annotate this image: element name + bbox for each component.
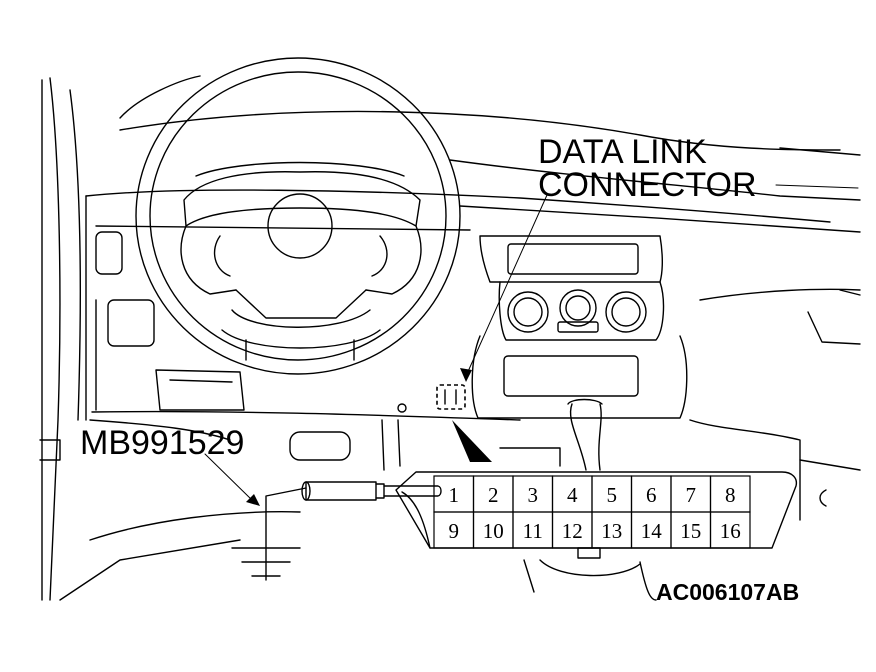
- probe-body: [305, 481, 377, 501]
- connector-label-line2: CONNECTOR: [538, 166, 757, 204]
- pin-label: 8: [725, 483, 736, 507]
- test-harness: MB991529: [80, 424, 442, 581]
- pin-label: 13: [601, 519, 622, 543]
- pin-label: 2: [488, 483, 499, 507]
- pin-label: 11: [523, 519, 543, 543]
- figure-code: AC006107AB: [656, 579, 799, 605]
- pin-label: 5: [607, 483, 618, 507]
- ground-lead: [265, 487, 307, 581]
- connector-location-marker: [436, 194, 548, 462]
- pin-label: 10: [483, 519, 504, 543]
- pin-label: 7: [686, 483, 697, 507]
- tool-label: MB991529: [80, 424, 244, 462]
- pin-label: 14: [641, 519, 663, 543]
- zoom-arrow: [452, 420, 492, 462]
- connector-label-line1: DATA LINK: [538, 133, 707, 171]
- leader-line-connector: [465, 194, 548, 377]
- steering-wheel: [135, 57, 461, 375]
- pin-label: 3: [528, 483, 539, 507]
- pin-label: 15: [680, 519, 701, 543]
- pin-cell: [709, 511, 751, 549]
- pin-label: 6: [646, 483, 657, 507]
- pin-label: 9: [449, 519, 460, 543]
- pin-label: 4: [567, 483, 578, 507]
- connector-label: DATA LINK CONNECTOR: [538, 133, 859, 204]
- dashboard-outline: [39, 75, 861, 601]
- arrowhead-connector: [460, 368, 472, 382]
- pin-label: 1: [449, 483, 460, 507]
- pin-label: 16: [720, 519, 741, 543]
- pin-label: 12: [562, 519, 583, 543]
- leader-line-tool: [204, 453, 255, 503]
